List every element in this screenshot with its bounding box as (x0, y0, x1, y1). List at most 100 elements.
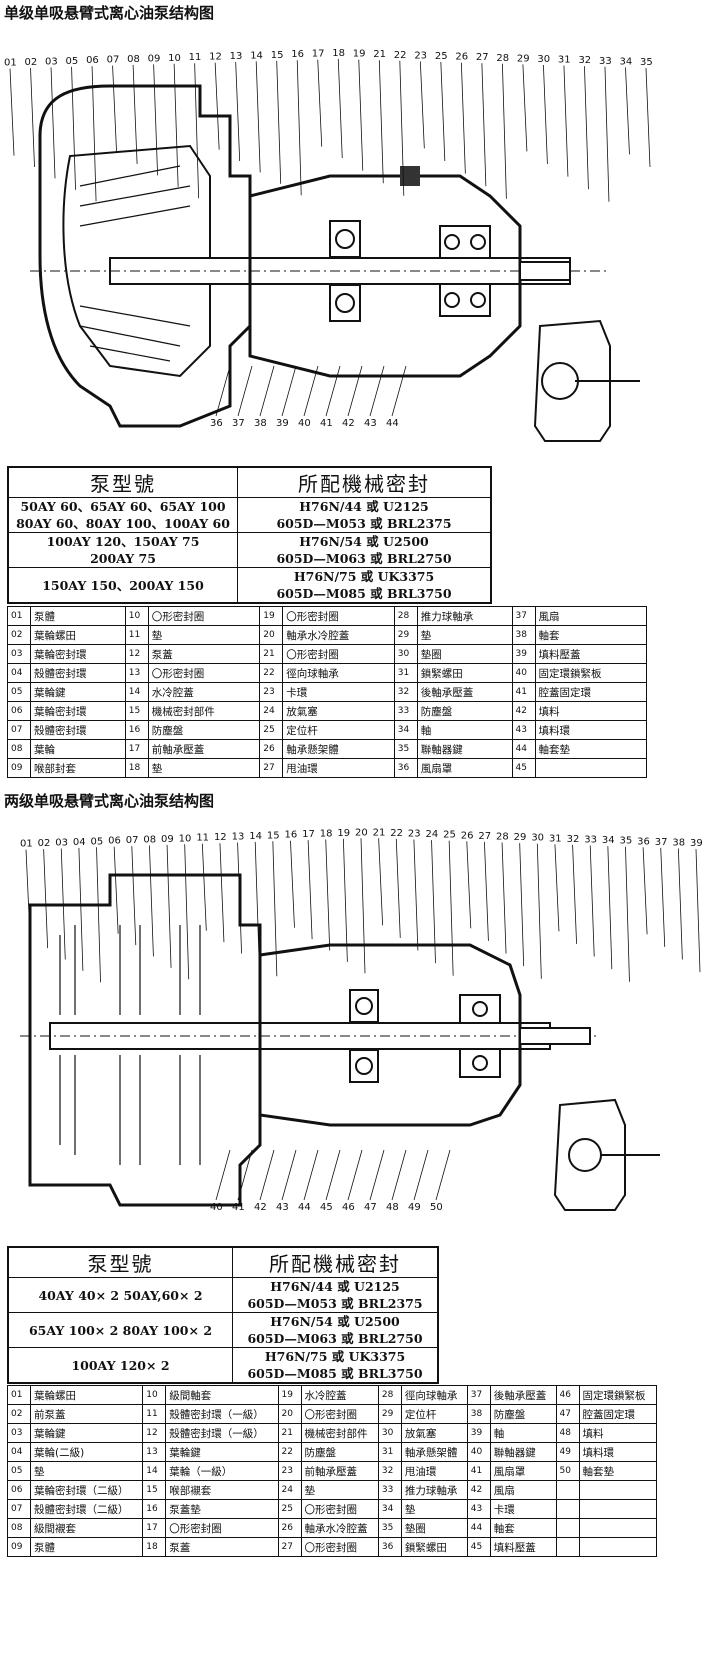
leader-line (642, 847, 648, 935)
part-number: 19 (259, 606, 284, 626)
part-name: 軸套 (534, 625, 647, 645)
part-name: 〇形密封圈 (300, 1404, 379, 1424)
bearings (329, 220, 491, 322)
callout-number: 06 (108, 836, 121, 847)
callout-number: 14 (249, 831, 262, 842)
part-number: 34 (393, 720, 418, 740)
callout-number: 03 (45, 56, 58, 67)
part-number: 34 (377, 1499, 402, 1519)
leader-line (317, 59, 323, 147)
leader-line (554, 844, 560, 932)
shaft-end (519, 261, 571, 281)
leader-line (466, 841, 472, 929)
leader-line (50, 67, 56, 179)
part-number: 35 (377, 1518, 402, 1538)
part-name: 墊 (400, 1499, 468, 1519)
callout-number: 34 (619, 56, 632, 67)
part-number: 41 (511, 682, 536, 702)
part-name: 卡環 (282, 682, 395, 702)
part-name: 〇形密封圈 (147, 663, 261, 683)
part-name: 泵蓋墊 (165, 1499, 279, 1519)
callout-number: 38 (254, 418, 267, 429)
leader-line (219, 843, 225, 943)
leader-line (237, 365, 253, 417)
part-number: 44 (511, 739, 536, 759)
callout-number: 03 (55, 838, 68, 849)
callout-number: 49 (408, 1202, 421, 1213)
part-name: 後軸承壓蓋 (489, 1385, 557, 1405)
part-number: 12 (124, 644, 149, 664)
leader-line (201, 843, 207, 931)
part-name: 葉輪(二級) (29, 1442, 144, 1462)
callout-number: 35 (640, 57, 653, 68)
part-name: 填料壓蓋 (489, 1537, 557, 1557)
part-number: 44 (466, 1518, 491, 1538)
part-name: 泵體 (29, 1537, 144, 1557)
part-name: 墊 (300, 1480, 379, 1500)
callout-number: 42 (254, 1202, 267, 1213)
part-number: 27 (277, 1537, 302, 1557)
part-name: 腔蓋固定環 (578, 1404, 658, 1424)
callout-number: 14 (250, 50, 263, 61)
leader-line (563, 65, 569, 177)
callout-number: 31 (549, 833, 562, 844)
part-name: 放氣塞 (282, 701, 395, 721)
part-name: 風扇罩 (489, 1461, 557, 1481)
leader-line (259, 365, 275, 417)
leader-line (607, 846, 613, 970)
part-name: 葉輪鍵 (30, 682, 126, 702)
leader-line (132, 64, 138, 165)
part-number: 48 (555, 1423, 580, 1443)
callout-number: 10 (168, 53, 181, 64)
part-number: 39 (466, 1423, 491, 1443)
callout-number: 41 (320, 418, 333, 429)
part-name: 葉輪 (30, 739, 126, 759)
part-number: 26 (259, 739, 284, 759)
leader-line (237, 1149, 253, 1201)
callout-number: 20 (355, 827, 368, 838)
diagram-title-single-stage: 单级单吸悬臂式离心油泵结构图 (4, 4, 215, 22)
leader-line (255, 61, 261, 173)
part-number: 30 (377, 1423, 402, 1443)
part-number: 04 (7, 1442, 31, 1462)
part-number: 21 (277, 1423, 302, 1443)
leader-line (272, 841, 278, 977)
part-number: 45 (511, 758, 536, 778)
callout-number: 27 (476, 52, 489, 63)
part-number: 29 (377, 1404, 402, 1424)
part-name: 前泵蓋 (29, 1404, 144, 1424)
part-name: 前軸承壓蓋 (300, 1461, 379, 1481)
part-number: 25 (259, 720, 284, 740)
callout-number: 25 (435, 51, 448, 62)
volute (62, 144, 211, 378)
part-number: 32 (393, 682, 418, 702)
part-name: 〇形密封圈 (282, 644, 395, 664)
callout-number: 11 (189, 52, 202, 63)
part-name: 墊圈 (400, 1518, 468, 1538)
part-name: 葉輪密封環 (30, 644, 126, 664)
part-number: 13 (124, 663, 149, 683)
part-number: 02 (7, 1404, 31, 1424)
callout-number: 18 (320, 829, 333, 840)
part-number: 03 (7, 1423, 31, 1443)
part-number: 37 (466, 1385, 491, 1405)
callout-number: 01 (20, 839, 33, 850)
callout-number: 07 (126, 835, 139, 846)
leader-line (78, 847, 84, 971)
part-number: 20 (277, 1404, 302, 1424)
callout-number: 43 (364, 418, 377, 429)
callout-number: 34 (602, 835, 615, 846)
part-name: 聯軸器鍵 (416, 739, 513, 759)
part-name: 機械密封部件 (300, 1423, 379, 1443)
part-number: 05 (7, 682, 31, 702)
leader-line (391, 365, 407, 417)
callout-number: 07 (107, 55, 120, 66)
part-number: 23 (277, 1461, 302, 1481)
